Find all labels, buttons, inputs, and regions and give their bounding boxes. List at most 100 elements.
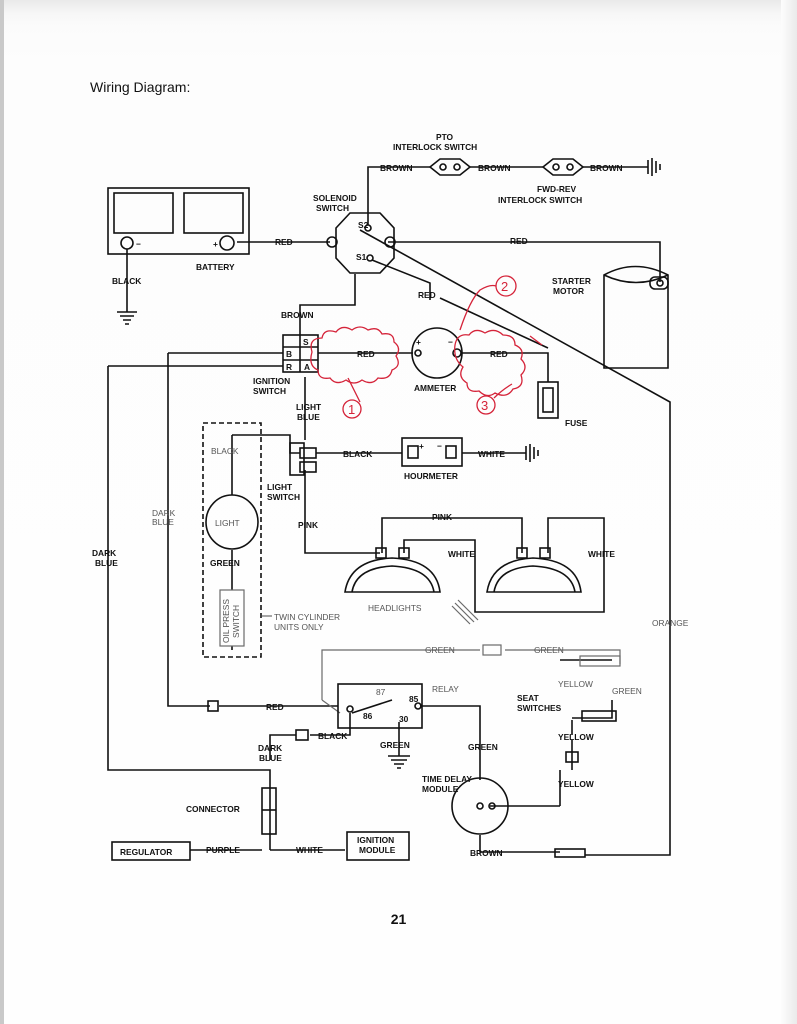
ignition-brown-wire-label: BROWN <box>281 310 314 320</box>
seat-switches: YELLOW GREEN SEAT SWITCHES YELLOW YELLOW <box>517 655 642 789</box>
pto-brown-wire-label-right: BROWN <box>478 163 511 173</box>
relay-dark-blue-label-1: DARK <box>258 743 282 753</box>
seat-switches-label-1: SEAT <box>517 693 540 703</box>
relay-dark-blue-label-2: BLUE <box>259 753 282 763</box>
pto-label-2: INTERLOCK SWITCH <box>393 142 477 152</box>
battery-minus-symbol: − <box>136 239 141 249</box>
hourmeter-minus-symbol: − <box>437 441 442 451</box>
ignition-switch-label-1: IGNITION <box>253 376 290 386</box>
time-delay-label-2: MODULE <box>422 784 459 794</box>
inner-dark-blue-label-2: BLUE <box>152 517 174 527</box>
ammeter: + − AMMETER <box>411 327 463 393</box>
scan-edge-left <box>0 0 4 1024</box>
inner-dark-blue-label-1: DARK <box>152 508 176 518</box>
time-delay-green-wire-label: GREEN <box>468 742 498 752</box>
light-switch: LIGHT SWITCH <box>267 442 317 502</box>
pto-brown-wire-label-left: BROWN <box>380 163 413 173</box>
scan-edge-right <box>781 0 797 1024</box>
headlight-white-wire-label-right: WHITE <box>588 549 615 559</box>
starter-label-1: STARTER <box>552 276 591 286</box>
time-delay-label-1: TIME DELAY <box>422 774 472 784</box>
starter-label-2: MOTOR <box>553 286 584 296</box>
page-number: 21 <box>390 911 407 927</box>
solenoid-label-1: SOLENOID <box>313 193 357 203</box>
solenoid-s1-label: S1 <box>356 252 367 262</box>
seat-yellow-wire-label-bottom: YELLOW <box>558 779 594 789</box>
starter-motor: STARTER MOTOR <box>552 265 669 369</box>
relay-black-wire-label: BLACK <box>318 731 347 741</box>
light-blue-wire-label-1: LIGHT <box>296 402 322 412</box>
hourmeter-plus-symbol: + <box>419 441 424 451</box>
connector-label: CONNECTOR <box>186 804 240 814</box>
relay-terminal-86: 86 <box>363 711 373 721</box>
headlight-white-wire-label-left: WHITE <box>448 549 475 559</box>
fwd-rev-interlock-switch: FWD-REV INTERLOCK SWITCH <box>498 158 585 205</box>
ammeter-minus-symbol: − <box>448 337 453 347</box>
starter-red-wire-label: RED <box>510 236 528 246</box>
twin-cylinder-label-1: TWIN CYLINDER <box>274 612 340 622</box>
pto-label-1: PTO <box>436 132 454 142</box>
relay: 87 85 86 30 RELAY <box>337 683 459 729</box>
light-switch-label-1: LIGHT <box>267 482 293 492</box>
relay-terminal-85: 85 <box>409 694 419 704</box>
headlight-pink-wire-label: PINK <box>432 512 452 522</box>
relay-green-wire-label-left: GREEN <box>425 645 455 655</box>
fuse: FUSE <box>537 381 588 428</box>
black-wire-connector <box>295 729 309 741</box>
wires <box>107 166 671 856</box>
ignition-terminal-s: S <box>303 337 309 347</box>
twin-cylinder-label-2: UNITS ONLY <box>274 622 324 632</box>
annotation-2: 2 <box>501 279 508 294</box>
connector: CONNECTOR <box>186 787 277 835</box>
light-green-wire-label: GREEN <box>210 558 240 568</box>
page-title: Wiring Diagram: <box>90 79 191 95</box>
battery-red-wire-label: RED <box>275 237 293 247</box>
regulator-label: REGULATOR <box>120 847 172 857</box>
light-switch-pink-wire-label: PINK <box>298 520 318 530</box>
pto-interlock-switch: PTO INTERLOCK SWITCH <box>393 132 477 176</box>
ignition-terminal-r: R <box>286 362 292 372</box>
relay-red-wire-label: RED <box>266 702 284 712</box>
hourmeter-black-wire-label: BLACK <box>343 449 372 459</box>
twin-cylinder-box: BLACK DARK BLUE LIGHT GREEN OIL PRESS SW… <box>152 422 340 658</box>
hourmeter: + − HOURMETER <box>401 437 463 481</box>
green-wire-connector <box>482 644 502 656</box>
light-blue-wire-label-2: BLUE <box>297 412 320 422</box>
ignition-module-label-1: IGNITION <box>357 835 394 845</box>
ignition-module-white-wire-label: WHITE <box>296 845 323 855</box>
regulator-purple-wire-label: PURPLE <box>206 845 240 855</box>
solenoid-s1-red-wire-label: RED <box>418 290 436 300</box>
battery-label: BATTERY <box>196 262 235 272</box>
solenoid-label-2: SWITCH <box>316 203 349 213</box>
ignition-terminal-b: B <box>286 349 292 359</box>
relay-label: RELAY <box>432 684 459 694</box>
battery: + − BATTERY BLACK <box>107 187 250 325</box>
solenoid-switch: S2 S1 SOLENOID SWITCH <box>313 193 396 274</box>
time-delay-module: TIME DELAY MODULE <box>422 774 509 835</box>
hourmeter-ground-icon <box>518 444 539 462</box>
regulator: REGULATOR <box>111 841 191 861</box>
ammeter-label: AMMETER <box>414 383 456 393</box>
solenoid-s2-label: S2 <box>358 220 369 230</box>
ammeter-red-wire-label-right: RED <box>490 349 508 359</box>
time-delay-brown-wire-label: BROWN <box>470 848 503 858</box>
fwd-rev-brown-wire-label: BROWN <box>590 163 623 173</box>
ignition-module-label-2: MODULE <box>359 845 396 855</box>
relay-ground-green-wire-label: GREEN <box>380 740 410 750</box>
headlight-left <box>344 547 441 593</box>
chassis-ground-icon <box>640 158 661 176</box>
hourmeter-label: HOURMETER <box>404 471 458 481</box>
light-switch-label-2: SWITCH <box>267 492 300 502</box>
outer-dark-blue-label-2: BLUE <box>95 558 118 568</box>
headlight-ground-icon <box>451 599 479 625</box>
red-wire-connector <box>207 700 219 712</box>
battery-ground-wire-label: BLACK <box>112 276 141 286</box>
annotation-1: 1 <box>348 402 355 417</box>
seat-switches-label-2: SWITCHES <box>517 703 562 713</box>
headlight-right <box>486 547 582 593</box>
outer-dark-blue-label-1: DARK <box>92 548 116 558</box>
ignition-terminal-a: A <box>304 362 310 372</box>
fwd-rev-label-2: INTERLOCK SWITCH <box>498 195 582 205</box>
